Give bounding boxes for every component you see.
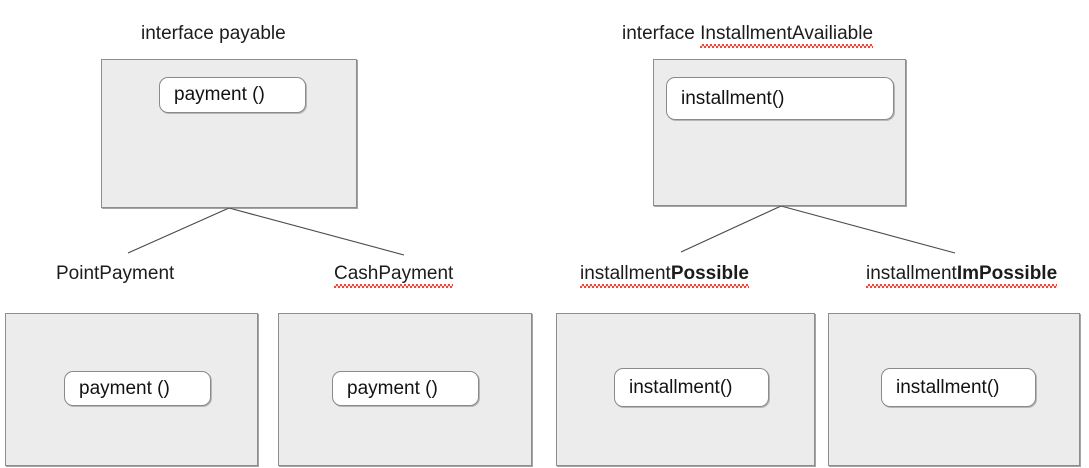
- class-title-wrap: installmentImPossible: [866, 263, 1058, 288]
- class-title-plain: installment: [580, 263, 671, 284]
- interface-title-name: InstallmentAvailiable: [700, 23, 874, 48]
- method-label: installment(): [629, 376, 733, 398]
- interface-box-installment-availiable[interactable]: installment(): [653, 59, 906, 206]
- interface-title-payable: interface payable: [141, 23, 286, 45]
- interface-title-installment-availiable: interface InstallmentAvailiable: [622, 23, 874, 48]
- class-box-installment-possible[interactable]: installment(): [556, 313, 815, 466]
- method-label: payment (): [79, 377, 170, 399]
- class-box-point-payment[interactable]: payment (): [5, 313, 258, 466]
- interface-box-payable[interactable]: payment (): [101, 59, 357, 208]
- method-pill-payment[interactable]: payment (): [332, 371, 479, 406]
- class-box-cash-payment[interactable]: payment (): [278, 313, 532, 466]
- class-box-installment-impossible[interactable]: installment(): [828, 313, 1080, 466]
- method-label: payment (): [174, 84, 265, 105]
- method-pill-payment[interactable]: payment (): [159, 77, 306, 113]
- class-title-point-payment: PointPayment: [56, 263, 174, 285]
- class-title-installment-possible: installmentPossible: [580, 263, 749, 288]
- connector-installment-to-possible: [680, 205, 782, 253]
- class-title-bold: ImPossible: [956, 263, 1058, 284]
- method-pill-installment[interactable]: installment(): [881, 368, 1036, 407]
- method-label: installment(): [896, 376, 1000, 398]
- connector-payable-to-cashpayment: [228, 207, 405, 256]
- class-title-wrap: installmentPossible: [580, 263, 749, 288]
- connector-payable-to-pointpayment: [127, 207, 230, 254]
- class-title-bold: Possible: [670, 263, 749, 284]
- interface-title-prefix: interface: [622, 23, 701, 44]
- class-title-plain: CashPayment: [334, 263, 454, 288]
- method-label: installment(): [681, 87, 785, 109]
- class-title-installment-impossible: installmentImPossible: [866, 263, 1058, 288]
- class-title-plain: installment: [866, 263, 957, 284]
- connector-installment-to-impossible: [780, 205, 956, 254]
- method-pill-installment[interactable]: installment(): [666, 77, 894, 120]
- method-label: payment (): [347, 377, 438, 399]
- interface-title-prefix: interface: [141, 23, 220, 44]
- interface-title-name: payable: [219, 23, 286, 44]
- class-title-plain: PointPayment: [56, 263, 175, 284]
- method-pill-payment[interactable]: payment (): [64, 371, 211, 406]
- class-title-cash-payment: CashPayment: [334, 263, 454, 288]
- method-pill-installment[interactable]: installment(): [614, 368, 769, 407]
